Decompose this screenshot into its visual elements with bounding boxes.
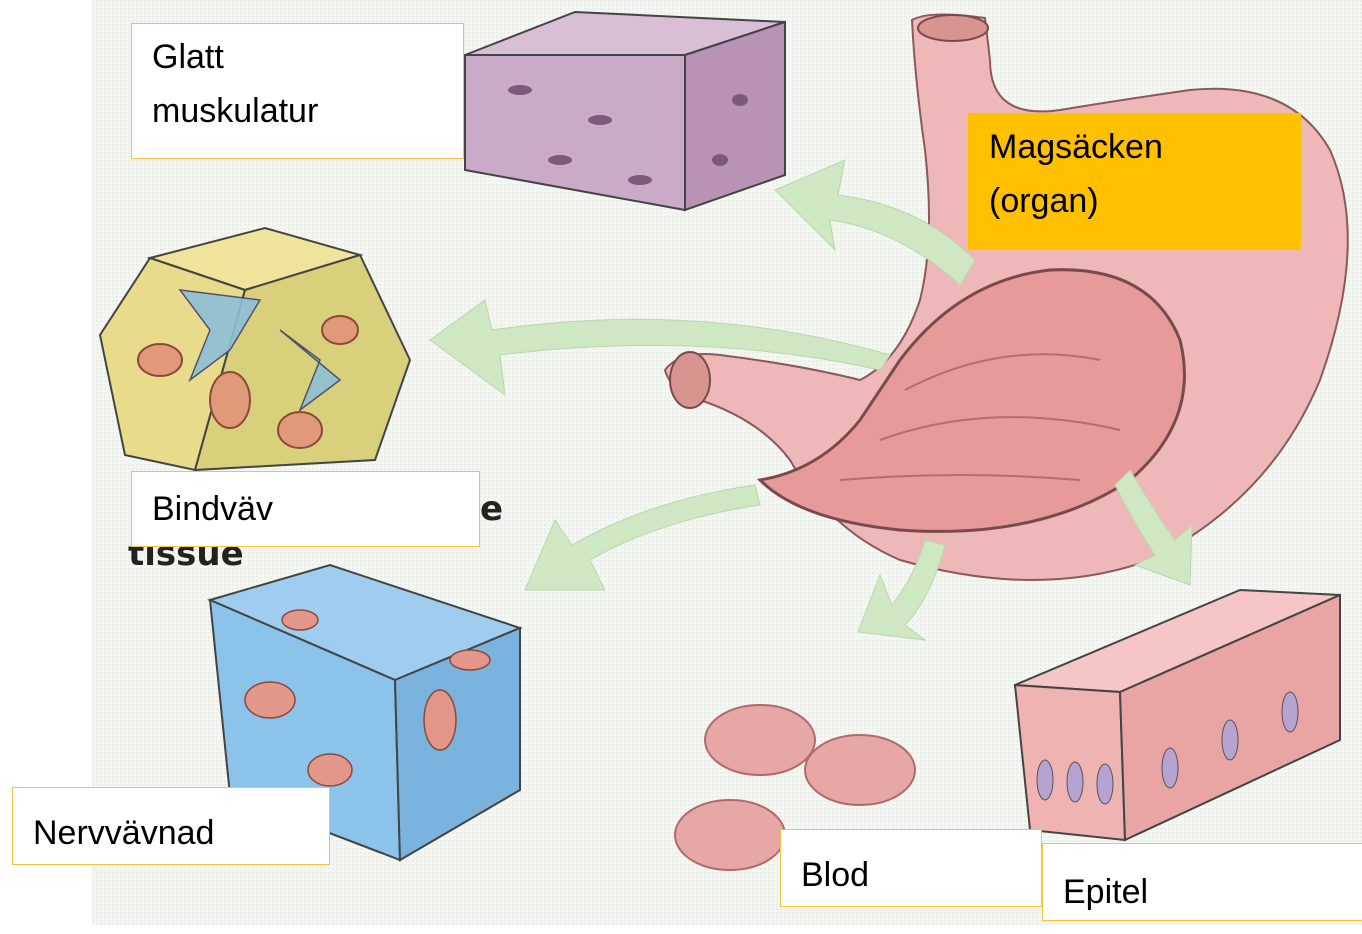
label-smooth-muscle: Glatt muskulatur xyxy=(131,23,464,159)
label-stomach-line2: (organ) xyxy=(989,174,1280,228)
duodenum-opening xyxy=(670,352,710,408)
label-stomach-line1: Magsäcken xyxy=(989,120,1280,174)
label-smooth-muscle-line1: Glatt xyxy=(152,30,443,84)
label-connective-tissue: Bindväv xyxy=(131,471,480,547)
label-epithelium: Epitel xyxy=(1042,843,1362,921)
esophagus-opening xyxy=(918,15,988,41)
label-nerve-tissue: Nervvävnad xyxy=(12,787,330,865)
label-blood: Blod xyxy=(780,829,1042,907)
label-smooth-muscle-line2: muskulatur xyxy=(152,84,443,138)
background-text-e: e xyxy=(480,489,503,529)
label-stomach-organ: Magsäcken (organ) xyxy=(968,113,1301,250)
connective-tissue-illustration xyxy=(100,228,410,470)
